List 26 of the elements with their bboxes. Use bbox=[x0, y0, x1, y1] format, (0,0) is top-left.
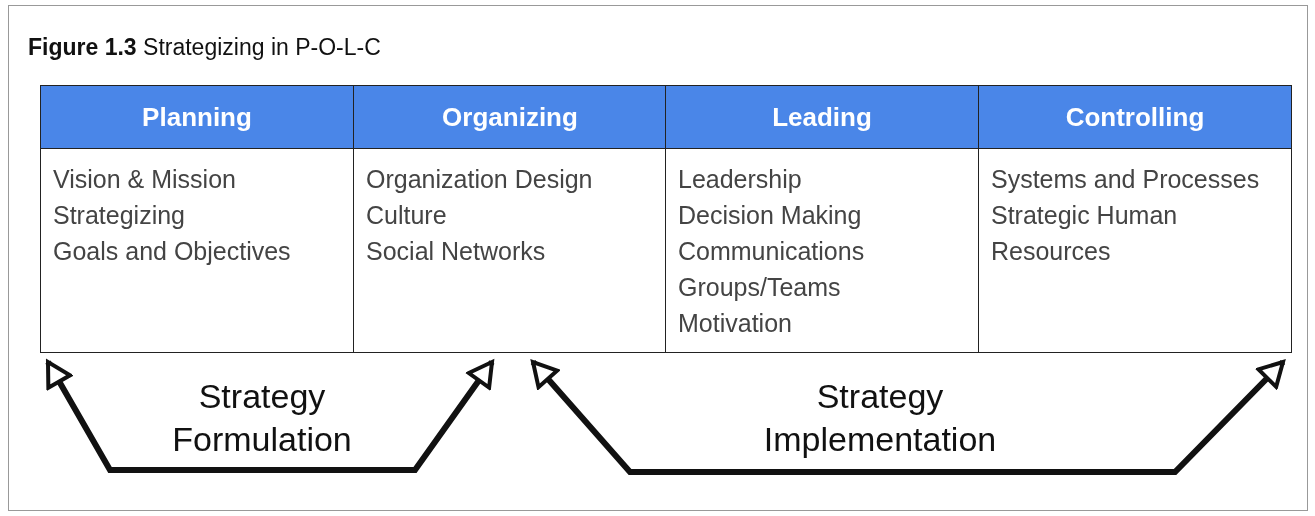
list-item: Systems and Processes bbox=[991, 164, 1261, 195]
bracket-arrow bbox=[45, 360, 495, 473]
list-item: Social Networks bbox=[366, 236, 547, 267]
list-item: Vision & Mission bbox=[53, 164, 237, 195]
edge-label: Strategy Formulation bbox=[171, 376, 353, 460]
list-item: Decision Making bbox=[678, 200, 863, 231]
list-item: Culture bbox=[366, 200, 448, 231]
list-item: Strategic Human Resources bbox=[991, 200, 1179, 267]
table-column bbox=[353, 85, 667, 353]
list-item: Organization Design bbox=[366, 164, 594, 195]
list-item: Communications bbox=[678, 236, 866, 267]
list-item: Groups/Teams bbox=[678, 272, 842, 303]
column-header: Controlling bbox=[1065, 101, 1205, 133]
figure-title: Figure 1.3 Strategizing in P-O-L-C bbox=[28, 34, 381, 61]
list-item: Strategizing bbox=[53, 200, 187, 231]
column-header: Leading bbox=[772, 101, 872, 133]
list-item: Goals and Objectives bbox=[53, 236, 292, 267]
table-column bbox=[665, 85, 979, 353]
list-item: Leadership bbox=[678, 164, 803, 195]
edge-label: Strategy Implementation bbox=[762, 376, 998, 460]
table-column bbox=[978, 85, 1292, 353]
bracket-arrow bbox=[530, 359, 1286, 475]
list-item: Motivation bbox=[678, 308, 793, 339]
column-header: Organizing bbox=[442, 101, 578, 133]
column-header: Planning bbox=[142, 101, 252, 133]
table-column bbox=[40, 85, 354, 353]
